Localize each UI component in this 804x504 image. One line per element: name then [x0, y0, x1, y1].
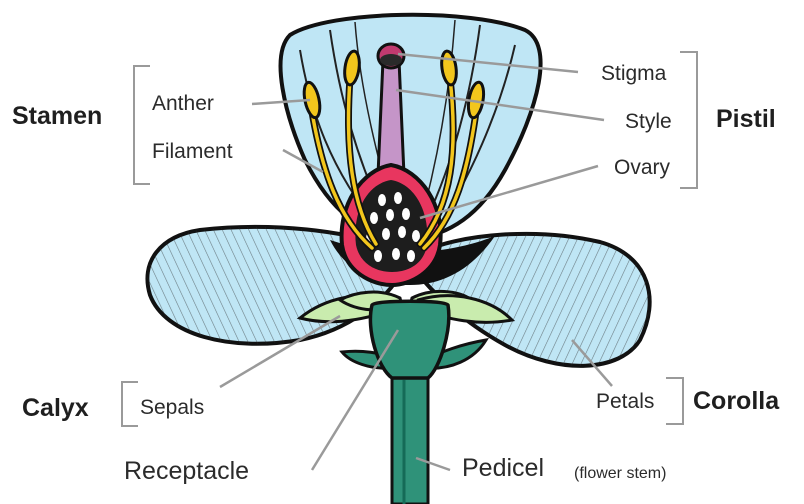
stamen-bracket	[134, 66, 150, 184]
calyx-group-label: Calyx	[22, 394, 89, 422]
calyx-bracket	[122, 382, 138, 426]
ovary-label: Ovary	[614, 156, 670, 180]
stigma-label: Stigma	[601, 62, 666, 86]
anther-label: Anther	[152, 92, 214, 116]
receptacle	[370, 301, 448, 378]
filament-label: Filament	[152, 140, 233, 164]
pedicel-note: (flower stem)	[574, 462, 666, 486]
pedicel-stem	[392, 375, 428, 504]
style-label: Style	[625, 110, 672, 134]
pistil-bracket	[680, 52, 697, 188]
corolla-group-label: Corolla	[693, 387, 779, 415]
corolla-bracket	[666, 378, 683, 424]
pistil-group-label: Pistil	[716, 105, 776, 133]
stamen-group-label: Stamen	[12, 102, 102, 130]
receptacle-label: Receptacle	[124, 459, 249, 483]
sepals-label: Sepals	[140, 396, 204, 420]
petals-label: Petals	[596, 390, 654, 414]
style	[378, 60, 404, 175]
pedicel-label: Pedicel	[462, 456, 544, 480]
